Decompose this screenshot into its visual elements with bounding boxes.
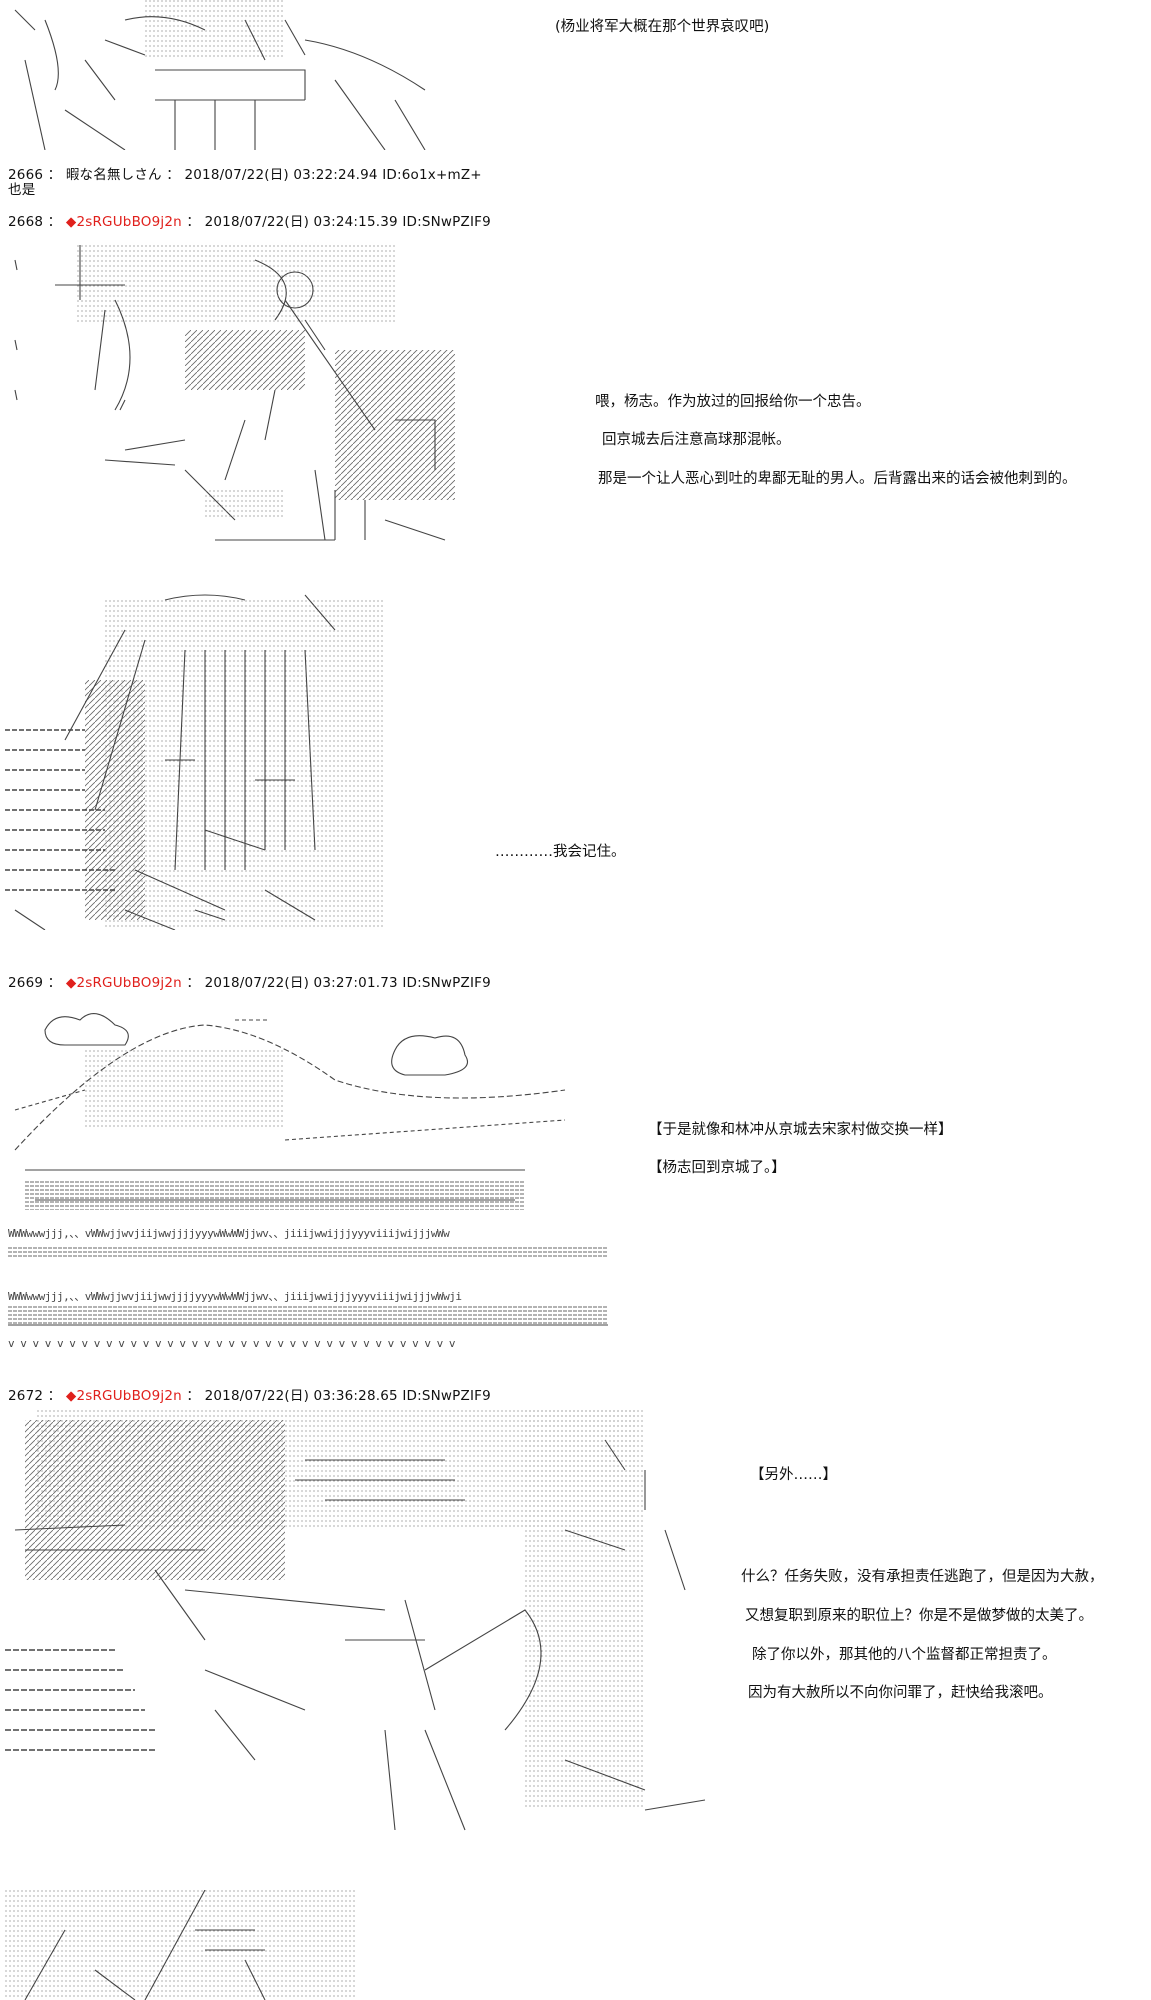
post-number: 2666 — [8, 167, 44, 183]
post-number: 2672 — [8, 1388, 44, 1404]
ascii-art-bottom-partial — [5, 1890, 365, 2000]
post-number: 2668 — [8, 214, 44, 230]
ascii-ground-row-2: WWWwwwjjj,、、vWWwjjwvjiijwwjjjjyyywWwWWjj… — [8, 1290, 462, 1303]
post-date: 2018/07/22(日) 03:36:28.65 — [204, 1388, 398, 1404]
ascii-ground-row-3: v v v v v v v v v v v v v v v v v v v v … — [8, 1337, 455, 1350]
dialogue-line-2: 回京城去后注意高球那混帐。 — [602, 432, 791, 448]
post-id: ID:SNwPZIF9 — [402, 1388, 491, 1404]
ascii-art-long-hair-figure — [5, 590, 395, 930]
dialogue-aside: 【另外……】 — [750, 1467, 837, 1483]
ascii-art-top-scene — [5, 0, 485, 150]
tripcode[interactable]: 2sRGUbBO9j2n — [76, 975, 182, 991]
dialogue-line-7: 因为有大赦所以不向你问罪了，赶快给我滚吧。 — [748, 1685, 1053, 1701]
narration-line-2: 【杨志回到京城了。】 — [648, 1160, 786, 1176]
ascii-ground-row-1: WWWwwwjjj,、、vWWwjjwvjiijwwjjjjyyywWwWWjj… — [8, 1227, 450, 1240]
narration-line-1: 【于是就像和林冲从京城去宋家村做交换一样】 — [648, 1122, 953, 1138]
post-id: ID:6o1x+mZ+ — [382, 167, 482, 183]
ascii-ground-divider-2 — [8, 1305, 608, 1335]
ascii-art-horse-rider — [5, 240, 465, 550]
trip-diamond-icon: ◆ — [65, 214, 77, 230]
post-date: 2018/07/22(日) 03:22:24.94 — [184, 167, 378, 183]
post-header-2668: 2668 ： ◆2sRGUbBO9j2n ： 2018/07/22(日) 03:… — [8, 214, 491, 230]
dialogue-remember: …………我会记住。 — [495, 844, 626, 860]
dialogue-line-1: 喂，杨志。作为放过的回报给你一个忠告。 — [595, 394, 871, 410]
poster-name: 暇な名無しさん — [65, 167, 162, 183]
ascii-art-official-scene — [5, 1410, 745, 1850]
post-header-2672: 2672 ： ◆2sRGUbBO9j2n ： 2018/07/22(日) 03:… — [8, 1388, 491, 1404]
dialogue-line-6: 除了你以外，那其他的八个监督都正常担责了。 — [752, 1647, 1057, 1663]
tripcode[interactable]: 2sRGUbBO9j2n — [76, 1388, 182, 1404]
post-number: 2669 — [8, 975, 44, 991]
post-id: ID:SNwPZIF9 — [402, 214, 491, 230]
dialogue-line-3: 那是一个让人恶心到吐的卑鄙无耻的男人。后背露出来的话会被他刺到的。 — [598, 471, 1077, 487]
post-header-2666: 2666 ： 暇な名無しさん ： 2018/07/22(日) 03:22:24.… — [8, 167, 482, 183]
ascii-art-mountain-landscape — [5, 1000, 605, 1220]
trip-diamond-icon: ◆ — [65, 1388, 77, 1404]
dialogue-line-4: 什么？任务失败，没有承担责任逃跑了，但是因为大赦， — [741, 1569, 1104, 1585]
ascii-ground-divider — [8, 1242, 608, 1262]
top-caption: (杨业将军大概在那个世界哀叹吧) — [555, 19, 770, 35]
post-header-2669: 2669 ： ◆2sRGUbBO9j2n ： 2018/07/22(日) 03:… — [8, 975, 491, 991]
tripcode[interactable]: 2sRGUbBO9j2n — [76, 214, 182, 230]
dialogue-line-5: 又想复职到原来的职位上？你是不是做梦做的太美了。 — [745, 1608, 1093, 1624]
post-id: ID:SNwPZIF9 — [402, 975, 491, 991]
post-body-2666: 也是 — [8, 182, 36, 198]
post-date: 2018/07/22(日) 03:24:15.39 — [204, 214, 398, 230]
post-date: 2018/07/22(日) 03:27:01.73 — [204, 975, 398, 991]
trip-diamond-icon: ◆ — [65, 975, 77, 991]
